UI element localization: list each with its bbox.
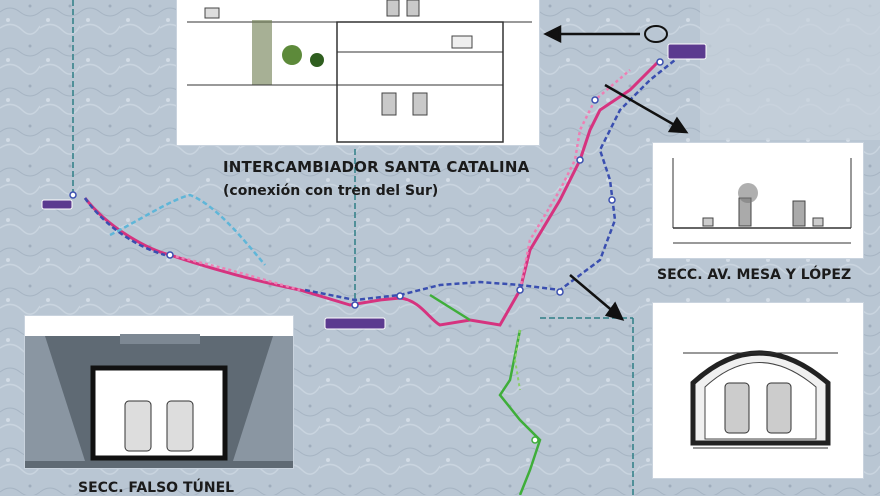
station-icon — [396, 292, 404, 300]
station-tag-left — [41, 199, 73, 210]
arrow-icon — [667, 116, 689, 134]
arrow-icon — [604, 83, 679, 129]
route-green — [429, 293, 542, 495]
station-tag-top-right — [667, 43, 707, 60]
station-icon — [591, 96, 599, 104]
train-icon — [124, 400, 194, 452]
arrow-icon — [604, 301, 625, 321]
route-light-blue — [109, 193, 266, 266]
santa-catalina-subtitle: (conexión con tren del Sur) — [223, 183, 439, 199]
santa-catalina-title: INTERCAMBIADOR SANTA CATALINA — [223, 158, 530, 176]
arrow-icon — [543, 24, 562, 44]
station-icon — [656, 58, 664, 66]
highlight-ellipse — [644, 25, 668, 43]
station-icon — [556, 288, 564, 296]
arrow-icon — [569, 274, 616, 314]
falso-tunel-caption: SECC. FALSO TÚNEL — [78, 480, 235, 496]
mesa-lopez-section-panel — [653, 143, 863, 258]
falso-tunel-section-panel — [25, 316, 293, 468]
station-icon — [69, 191, 77, 199]
route-green-dotted — [513, 329, 521, 391]
station-icon — [531, 436, 539, 444]
station-icon — [516, 286, 524, 294]
santa-catalina-section-panel — [177, 0, 539, 145]
station-tag-center — [324, 317, 386, 330]
route-blue — [83, 59, 676, 302]
station-icon — [608, 196, 616, 204]
pointer-arrows — [543, 24, 689, 321]
station-icon — [351, 301, 359, 309]
station-icon — [576, 156, 584, 164]
train-icon — [724, 382, 792, 434]
train-icon — [381, 0, 428, 116]
stations — [69, 58, 664, 444]
coast-area — [700, 0, 880, 140]
tunnel-section-panel — [653, 303, 863, 478]
station-icon — [166, 251, 174, 259]
mesa-lopez-caption: SECC. AV. MESA Y LÓPEZ — [657, 267, 852, 283]
